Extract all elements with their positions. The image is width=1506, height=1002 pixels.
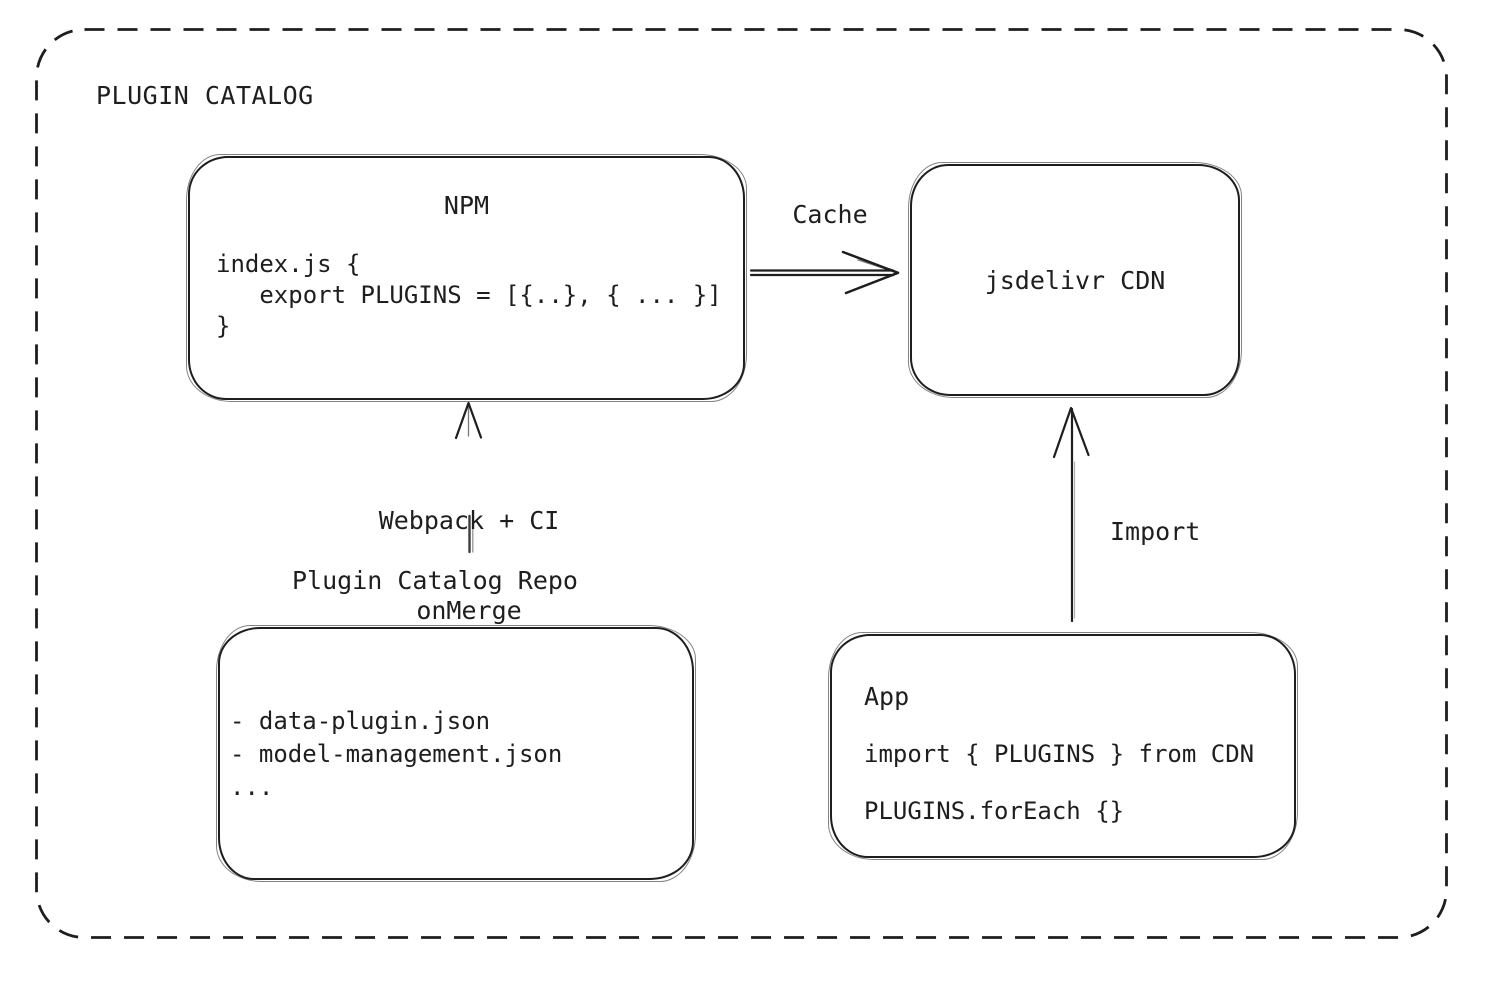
import-arrow [1052, 406, 1090, 623]
cdn-node-label: jsdelivr CDN [984, 265, 1166, 295]
repo-node-title: Plugin Catalog Repo [292, 566, 578, 595]
repo-file-item: ... [230, 773, 274, 801]
npm-code-line: export PLUGINS = [{..}, { ... }] [216, 281, 722, 309]
cache-arrow [749, 250, 900, 295]
repo-file-item: - data-plugin.json [230, 707, 491, 735]
npm-code-block: index.js { export PLUGINS = [{..}, { ...… [190, 249, 743, 342]
build-arrow-label-line1: Webpack + CI [378, 506, 560, 535]
app-node: App import { PLUGINS } from CDN PLUGINS.… [828, 632, 1298, 860]
cdn-node: jsdelivr CDN [908, 162, 1242, 398]
import-arrow-label: Import [1110, 517, 1201, 546]
app-node-content: App import { PLUGINS } from CDN PLUGINS.… [832, 636, 1294, 826]
repo-file-item: - model-management.json [230, 740, 563, 768]
app-node-title: App [864, 682, 910, 711]
npm-node: NPM index.js { export PLUGINS = [{..}, {… [186, 154, 747, 402]
app-code-line: import { PLUGINS } from CDN [864, 740, 1255, 768]
diagram-title: PLUGIN CATALOG [96, 81, 314, 110]
build-arrow-label-line2: onMerge [416, 596, 522, 625]
app-code-line: PLUGINS.forEach {} [864, 797, 1125, 825]
cache-arrow-label: Cache [792, 200, 868, 229]
npm-code-line: index.js { [216, 250, 361, 278]
npm-code-line: } [216, 312, 231, 340]
npm-node-title: NPM [443, 191, 490, 220]
